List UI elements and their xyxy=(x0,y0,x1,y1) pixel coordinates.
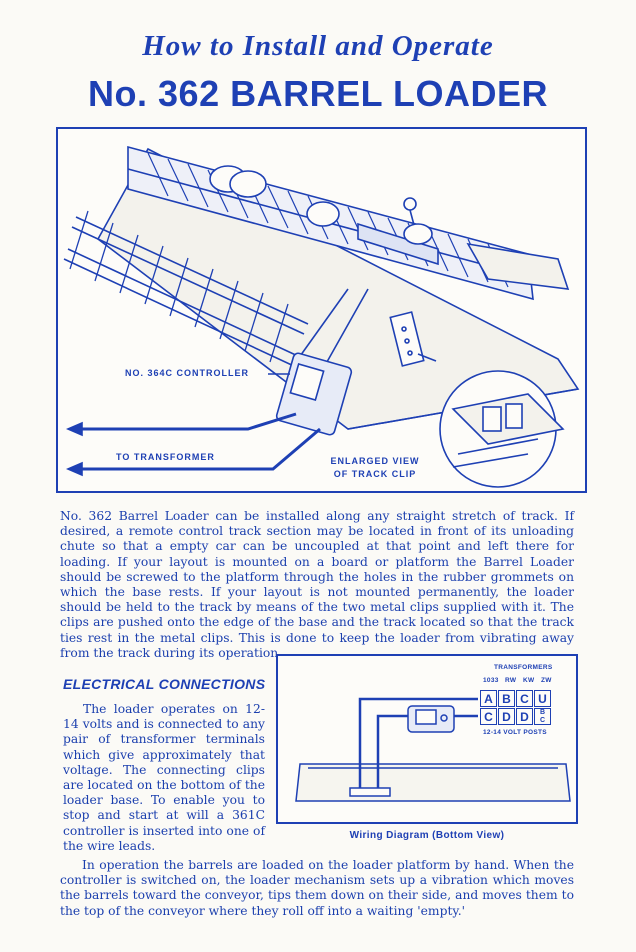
col-rw: RW xyxy=(505,677,517,684)
col-kw: KW xyxy=(523,677,535,684)
terminal-cell: D xyxy=(498,708,515,725)
electrical-heading: ELECTRICAL CONNECTIONS xyxy=(63,676,266,692)
enlarged-view-line2: OF TRACK CLIP xyxy=(333,469,417,479)
col-zw: ZW xyxy=(541,677,552,684)
operation-paragraph: In operation the barrels are loaded on t… xyxy=(60,858,574,918)
col-1033: 1033 xyxy=(483,677,499,684)
terminal-cell: U xyxy=(534,690,551,707)
terminal-c: C xyxy=(539,717,546,724)
installation-paragraph: No. 362 Barrel Loader can be installed a… xyxy=(60,509,574,660)
terminal-cell: C xyxy=(480,708,497,725)
controller-callout: NO. 364C CONTROLLER xyxy=(125,368,250,378)
enlarged-view-callout: ENLARGED VIEW OF TRACK CLIP xyxy=(320,455,430,481)
product-title: No. 362 BARREL LOADER xyxy=(88,73,548,114)
terminal-cell-b-or-c: B C xyxy=(534,708,551,725)
volt-posts-label: 12-14 VOLT POSTS xyxy=(483,729,547,736)
enlarged-view-line1: ENLARGED VIEW xyxy=(330,456,420,466)
page-title: How to Install and Operate xyxy=(142,30,494,62)
terminal-cell: B xyxy=(498,690,515,707)
wiring-caption: Wiring Diagram (Bottom View) xyxy=(349,830,505,841)
wiring-diagram: TRANSFORMERS 1033 RW KW ZW A B C U C D D… xyxy=(276,654,578,824)
terminal-cell: C xyxy=(516,690,533,707)
transformer-callout: TO TRANSFORMER xyxy=(116,452,215,462)
terminal-cell: A xyxy=(480,690,497,707)
wiring-drawing xyxy=(295,697,571,802)
terminal-b: B xyxy=(539,709,546,716)
barrel-loader-illustration: NO. 364C CONTROLLER TO TRANSFORMER ENLAR… xyxy=(56,127,587,493)
loader-drawing xyxy=(63,145,580,488)
electrical-paragraph: The loader operates on 12-14 volts and i… xyxy=(63,702,265,853)
terminal-cell: D xyxy=(516,708,533,725)
transformers-label: TRANSFORMERS xyxy=(494,664,553,671)
